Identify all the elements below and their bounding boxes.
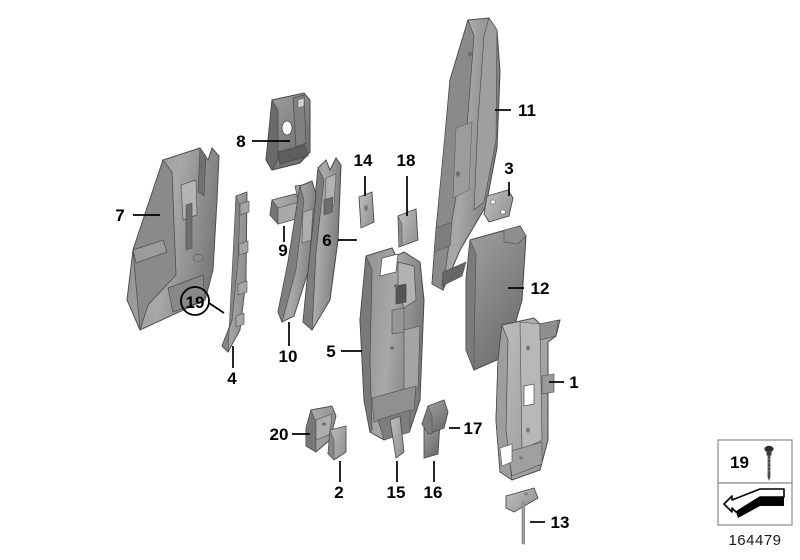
part-14-shape xyxy=(358,191,375,229)
callout-label-4: 4 xyxy=(227,369,237,388)
callout-15[interactable]: 15 xyxy=(387,461,406,502)
part-15-shape xyxy=(389,415,405,459)
callout-label-7: 7 xyxy=(115,206,124,225)
callout-14[interactable]: 14 xyxy=(354,151,373,196)
legend-item-number: 19 xyxy=(730,453,749,472)
part-11-shape xyxy=(431,17,501,291)
callout-label-14: 14 xyxy=(354,151,373,170)
callout-11[interactable]: 11 xyxy=(495,101,536,120)
callout-16[interactable]: 16 xyxy=(424,461,443,502)
callout-label-17: 17 xyxy=(464,419,483,438)
callout-label-2: 2 xyxy=(334,483,343,502)
callout-label-8: 8 xyxy=(236,132,245,151)
callout-label-1: 1 xyxy=(569,373,578,392)
callout-19-circled[interactable]: 19 xyxy=(180,286,225,316)
assembly-arrow-icon xyxy=(723,488,785,518)
part-13-shape xyxy=(505,487,539,545)
part-6-shape xyxy=(302,157,342,331)
callout-label-13: 13 xyxy=(551,513,570,532)
part-18-shape xyxy=(397,208,419,248)
callout-8[interactable]: 8 xyxy=(236,132,290,151)
callout-9[interactable]: 9 xyxy=(278,226,288,260)
callout-label-9: 9 xyxy=(278,241,287,260)
part-1-shape xyxy=(495,317,561,481)
part-5-shape xyxy=(359,247,425,441)
callout-4[interactable]: 4 xyxy=(227,346,237,388)
part-4-shape xyxy=(221,191,250,353)
part-7-shape xyxy=(126,147,220,331)
callout-1[interactable]: 1 xyxy=(549,373,579,392)
screw-bolt-icon xyxy=(764,445,774,481)
callout-5[interactable]: 5 xyxy=(326,342,362,361)
part-3-shape xyxy=(483,189,514,223)
callout-20[interactable]: 20 xyxy=(270,425,310,444)
callout-label-15: 15 xyxy=(387,483,406,502)
part-10-shape xyxy=(277,180,317,323)
part-8-shape xyxy=(265,92,311,171)
callout-3[interactable]: 3 xyxy=(504,159,514,196)
part-2-shape xyxy=(327,425,347,461)
callout-label-18: 18 xyxy=(397,151,416,170)
callout-10[interactable]: 10 xyxy=(279,322,298,366)
callout-12[interactable]: 12 xyxy=(508,279,549,298)
callout-2[interactable]: 2 xyxy=(334,461,344,502)
diagram-id-label: 164479 xyxy=(728,532,781,549)
callout-label-3: 3 xyxy=(504,159,513,178)
callout-label-20: 20 xyxy=(270,425,289,444)
callout-label-19: 19 xyxy=(186,293,205,312)
callout-circle-19 xyxy=(180,286,210,316)
part-17-shape xyxy=(421,399,449,435)
callout-label-11: 11 xyxy=(518,101,536,120)
callout-label-10: 10 xyxy=(279,347,298,366)
leader-line-19 xyxy=(208,302,225,314)
callout-18[interactable]: 18 xyxy=(397,151,416,216)
callout-label-6: 6 xyxy=(322,231,331,250)
callout-7[interactable]: 7 xyxy=(115,206,160,225)
callout-13[interactable]: 13 xyxy=(530,513,569,532)
callout-label-16: 16 xyxy=(424,483,443,502)
callout-label-5: 5 xyxy=(326,342,335,361)
callout-label-12: 12 xyxy=(531,279,550,298)
callout-6[interactable]: 6 xyxy=(322,231,357,250)
callout-17[interactable]: 17 xyxy=(449,419,482,438)
legend-fastener-cell xyxy=(717,439,793,484)
part-20-shape xyxy=(305,405,337,453)
